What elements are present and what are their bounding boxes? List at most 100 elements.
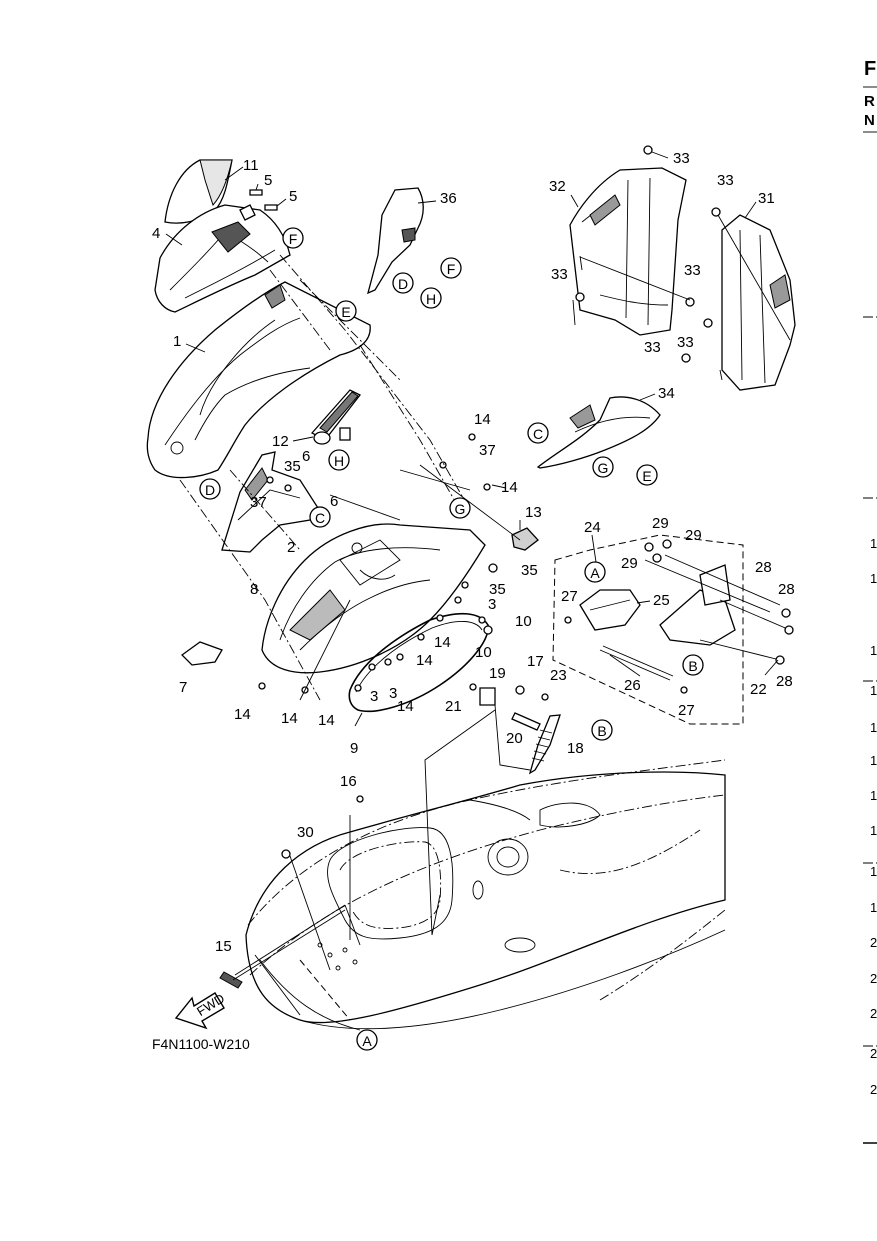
edge-number: 1 (870, 753, 877, 768)
part-label-35: 35 (284, 458, 301, 475)
part-label-19: 19 (489, 665, 506, 682)
part-label-8: 8 (250, 581, 258, 598)
part-label-36: 36 (440, 190, 457, 207)
callout-letter-E: E (642, 468, 651, 484)
callout-G2 (592, 456, 614, 478)
diagram-code: F4N1100-W210 (152, 1036, 250, 1052)
edge-number: 2 (870, 1046, 877, 1061)
part-label-14: 14 (501, 479, 518, 496)
edge-number: 1 (870, 643, 877, 658)
part-label-37: 37 (479, 442, 496, 459)
callout-B1 (682, 654, 704, 676)
callout-letter-D: D (398, 276, 408, 292)
part-15-strip (219, 971, 243, 989)
callout-H2 (328, 449, 350, 471)
callout-C1 (309, 506, 331, 528)
part-label-18: 18 (567, 740, 584, 757)
part-label-35: 35 (489, 581, 506, 598)
part-label-24: 24 (584, 519, 601, 536)
callout-F2 (440, 257, 462, 279)
edge-number: 2 (870, 971, 877, 986)
part-5-clips (239, 189, 278, 221)
edge-number: 1 (870, 571, 877, 586)
label-leaders (165, 151, 779, 727)
callout-letter-H: H (334, 453, 344, 469)
part-label-26: 26 (624, 677, 641, 694)
part-7-pad (181, 641, 223, 666)
part-label-21: 21 (445, 698, 462, 715)
part-2-panel (221, 451, 319, 553)
edge-number: 2 (870, 1082, 877, 1097)
edge-number: 1 (870, 900, 877, 915)
part-4-cowl (154, 204, 291, 313)
part-36-bracket (367, 187, 424, 295)
part-label-27: 27 (678, 702, 695, 719)
part-label-6: 6 (302, 448, 310, 465)
callout-letter-B: B (597, 723, 606, 739)
edge-number: 1 (870, 788, 877, 803)
edge-number: 2 (870, 1006, 877, 1021)
part-label-35: 35 (521, 562, 538, 579)
callout-G1 (449, 497, 471, 519)
part-label-12: 12 (272, 433, 289, 450)
part-label-32: 32 (549, 178, 566, 195)
callout-H1 (420, 287, 442, 309)
part-label-9: 9 (350, 740, 358, 757)
edge-number: 2 (870, 935, 877, 950)
part-label-27: 27 (561, 588, 578, 605)
part-label-30: 30 (297, 824, 314, 841)
callout-E1 (335, 300, 357, 322)
callout-B2 (591, 719, 613, 741)
fwd-arrow: FWD (174, 991, 227, 1030)
part-label-37: 37 (250, 494, 267, 511)
part-label-16: 16 (340, 773, 357, 790)
callout-D2 (199, 478, 221, 500)
part-label-3: 3 (488, 596, 496, 613)
part-label-14: 14 (281, 710, 298, 727)
part-label-25: 25 (653, 592, 670, 609)
part-8-frame (261, 523, 486, 674)
part-label-1: 1 (173, 333, 181, 350)
part-label-23: 23 (550, 667, 567, 684)
part-32-side-panel (569, 167, 687, 336)
callout-letter-C: C (315, 510, 325, 526)
part-label-3: 3 (370, 688, 378, 705)
part-label-14: 14 (416, 652, 433, 669)
part-label-17: 17 (527, 653, 544, 670)
edge-number: 1 (870, 536, 877, 551)
part-11-cap (164, 159, 233, 224)
part-label-20: 20 (506, 730, 523, 747)
part-label-14: 14 (434, 634, 451, 651)
part-31-side-panel (721, 214, 796, 391)
part-12-grip (310, 389, 361, 445)
part-label-29: 29 (685, 527, 702, 544)
edge-header-3: N (864, 112, 875, 129)
part-label-22: 22 (750, 681, 767, 698)
hardware-screws (258, 145, 794, 859)
edge-header-2: R (864, 93, 875, 110)
part-label-31: 31 (758, 190, 775, 207)
part-label-5: 5 (264, 172, 272, 189)
callout-letter-A: A (362, 1033, 372, 1049)
part-label-3: 3 (389, 685, 397, 702)
part-34-cover (536, 396, 661, 469)
part-18-20-spring-rod (479, 687, 561, 775)
part-label-33: 33 (551, 266, 568, 283)
callout-letter-G: G (598, 460, 609, 476)
part-label-10: 10 (515, 613, 532, 630)
part-label-33: 33 (644, 339, 661, 356)
part-label-28: 28 (778, 581, 795, 598)
part-label-13: 13 (525, 504, 542, 521)
part-label-28: 28 (776, 673, 793, 690)
hull-deck (245, 759, 726, 1031)
part-label-14: 14 (474, 411, 491, 428)
callouts (199, 227, 704, 1051)
part-label-34: 34 (658, 385, 675, 402)
part-label-2: 2 (287, 539, 295, 556)
callout-letter-E: E (341, 304, 350, 320)
part-24-assembly (552, 534, 791, 725)
